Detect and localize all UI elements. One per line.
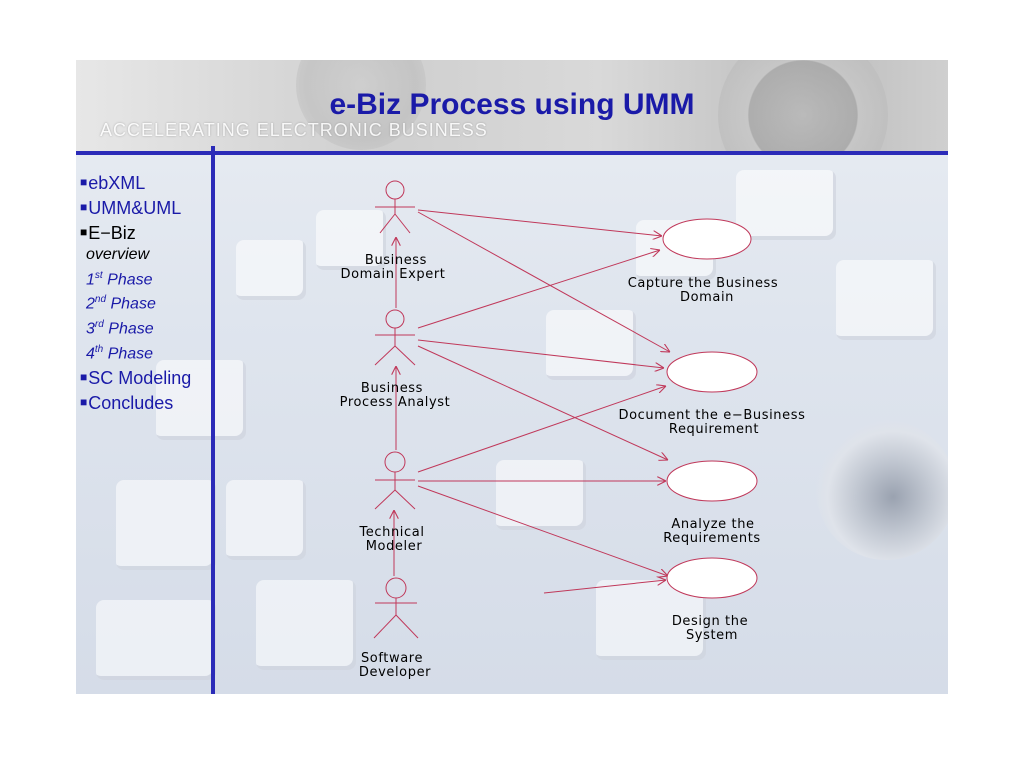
bullet-icon: ■ — [80, 175, 88, 189]
association-line — [417, 211, 670, 352]
key-decoration — [836, 260, 936, 340]
use-case-label: Requirements — [663, 531, 761, 546]
use-case-label: Requirement — [669, 422, 759, 437]
key-decoration — [256, 580, 356, 670]
sidebar-divider — [211, 146, 215, 694]
actor-icon — [385, 309, 405, 329]
actor-technical-modeler — [374, 451, 416, 510]
phase-word: Phase — [108, 320, 154, 338]
sidebar-subitem-overview[interactable]: overview — [86, 245, 208, 266]
actor-label: Domain Expert — [341, 267, 446, 282]
association-line — [543, 580, 666, 594]
actor-icon — [385, 180, 405, 200]
bullet-icon: ■ — [80, 369, 88, 384]
sidebar-item-concludes[interactable]: ■Concludes — [80, 390, 208, 415]
sidebar-subitem-phase-4[interactable]: 4th Phase — [86, 340, 208, 365]
use-case-label: Design the — [672, 614, 748, 629]
phase-suffix: nd — [94, 294, 107, 306]
header-banner: ACCELERATING ELECTRONIC BUSINESS e-Biz P… — [76, 60, 948, 152]
actor-icon — [385, 577, 407, 599]
association-line — [417, 339, 664, 368]
use-case-label: System — [686, 628, 738, 643]
actor-label: Modeler — [366, 539, 423, 554]
use-case-document-requirement — [666, 351, 758, 393]
use-case-capture-business-domain — [662, 218, 752, 260]
actor-business-process-analyst — [374, 309, 416, 366]
actor-label: Software — [361, 651, 423, 666]
generalization-lines — [394, 237, 396, 576]
use-case-label: Domain — [680, 290, 734, 305]
phase-suffix: st — [94, 269, 103, 281]
sidebar-item-label: Concludes — [88, 392, 174, 413]
actor-label: Developer — [359, 665, 431, 680]
page-title: e-Biz Process using UMM — [329, 88, 695, 121]
key-decoration — [736, 170, 836, 240]
sidebar-item-label: SC Modeling — [88, 367, 192, 388]
use-case-label: Analyze the — [671, 517, 754, 532]
sidebar-item-ebxml[interactable]: ■ebXML — [80, 170, 208, 195]
sidebar-subitem-phase-3[interactable]: 3rd Phase — [86, 315, 208, 340]
association-lines — [417, 209, 670, 594]
key-decoration — [226, 480, 306, 560]
key-decoration — [546, 310, 636, 380]
key-decoration — [96, 600, 216, 680]
use-case-label: Capture the Business — [628, 276, 779, 291]
actor-business-domain-expert — [375, 180, 415, 234]
use-case-ellipses — [662, 218, 758, 599]
actor-software-developer — [373, 577, 419, 639]
sidebar-subitem-phase-2[interactable]: 2nd Phase — [86, 290, 208, 315]
phase-word: Phase — [107, 345, 154, 363]
actor-label: Business — [361, 381, 423, 396]
phase-number: 1 — [86, 270, 95, 288]
actor-label: Process Analyst — [340, 395, 451, 410]
sidebar-item-e-biz[interactable]: ■E−Biz — [80, 220, 208, 245]
phase-number: 4 — [86, 345, 95, 363]
key-decoration — [496, 460, 586, 530]
phase-word: Phase — [110, 295, 156, 313]
sidebar-item-label: UMM&UML — [88, 198, 182, 218]
key-decoration — [316, 210, 386, 270]
phase-suffix: th — [94, 343, 104, 355]
association-line — [417, 250, 660, 329]
use-case-design-system — [666, 557, 758, 599]
bullet-icon: ■ — [80, 225, 88, 239]
sidebar-item-umm-uml[interactable]: ■UMM&UML — [80, 195, 208, 220]
phase-number: 3 — [86, 320, 95, 338]
association-line — [417, 386, 666, 473]
association-line — [417, 345, 668, 460]
use-case-label: Document the e−Business — [619, 408, 806, 423]
key-decoration — [116, 480, 216, 570]
bullet-icon: ■ — [80, 394, 88, 409]
slide: ACCELERATING ELECTRONIC BUSINESS e-Biz P… — [76, 60, 948, 694]
sidebar-item-sc-modeling[interactable]: ■SC Modeling — [80, 365, 208, 390]
phase-word: Phase — [107, 270, 153, 288]
phase-suffix: rd — [94, 319, 104, 331]
use-case-analyze-requirements — [666, 460, 758, 502]
sidebar-item-label: ebXML — [88, 173, 146, 193]
sidebar-subitem-phase-1[interactable]: 1st Phase — [86, 266, 208, 291]
trackball-decoration — [816, 420, 948, 560]
association-line — [417, 209, 662, 236]
tagline: ACCELERATING ELECTRONIC BUSINESS — [100, 120, 488, 140]
phase-number: 2 — [86, 295, 95, 313]
bullet-icon: ■ — [80, 200, 88, 214]
key-decoration — [236, 240, 306, 300]
actor-label: Technical — [358, 525, 424, 540]
actor-icon — [384, 451, 406, 473]
sidebar-nav: ■ebXML ■UMM&UML ■E−Biz overview 1st Phas… — [80, 170, 208, 415]
association-line — [417, 485, 668, 576]
header-decoration — [718, 60, 888, 152]
actor-label: Business — [365, 253, 427, 268]
key-decoration — [156, 360, 246, 440]
sidebar-item-label: E−Biz — [88, 223, 136, 243]
sidebar-subitem-label: overview — [86, 246, 150, 263]
title-divider — [76, 151, 948, 155]
